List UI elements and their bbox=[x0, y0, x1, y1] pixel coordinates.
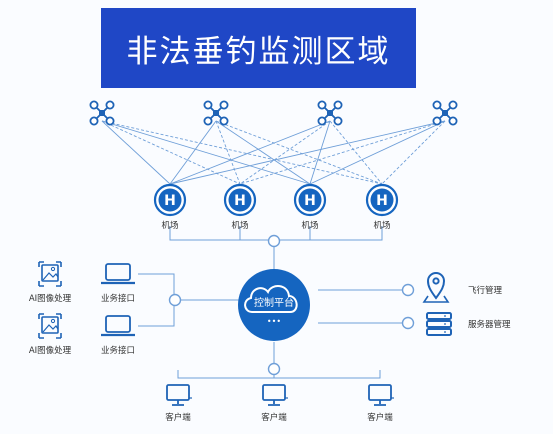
control-platform-label: 控制平台 bbox=[254, 296, 294, 309]
airport-bus-line bbox=[169, 226, 383, 272]
image-icon bbox=[38, 261, 62, 287]
right-management-group: 飞行管理 服务器管理 bbox=[422, 272, 511, 336]
monitor-icon bbox=[262, 384, 288, 406]
control-platform-dots: ••• bbox=[267, 317, 281, 326]
mesh-link bbox=[101, 120, 171, 185]
connector-node bbox=[168, 293, 182, 307]
mesh-link bbox=[215, 120, 311, 185]
title-banner: 非法垂钓监测区域 bbox=[101, 8, 416, 88]
mesh-link bbox=[169, 120, 446, 185]
helipad-badge: H bbox=[304, 193, 316, 209]
cloud-icon bbox=[244, 285, 298, 313]
server-management-label: 服务器管理 bbox=[468, 319, 511, 330]
mesh-link bbox=[169, 120, 217, 185]
ai-image-processing-label: AI图像处理 bbox=[29, 345, 72, 356]
connectors bbox=[168, 234, 415, 376]
client-label: 客户端 bbox=[367, 412, 393, 423]
image-icon bbox=[38, 313, 62, 339]
drone-icon bbox=[203, 100, 229, 126]
laptop-icon bbox=[101, 263, 135, 285]
helipad-badge: H bbox=[376, 193, 388, 209]
mesh-link bbox=[101, 120, 383, 185]
mesh-link bbox=[329, 120, 383, 185]
airport-label: 机场 bbox=[373, 220, 390, 231]
location-pin-icon bbox=[422, 272, 450, 303]
flight-management-label: 飞行管理 bbox=[468, 285, 503, 296]
connector-node bbox=[267, 234, 281, 248]
client-label: 客户端 bbox=[165, 412, 191, 423]
drone-airport-links bbox=[101, 120, 446, 185]
airport-label: 机场 bbox=[161, 220, 178, 231]
clients-row: 客户端 客户端 客户端 bbox=[165, 384, 394, 423]
helipad-badge: H bbox=[234, 193, 246, 209]
laptop-icon bbox=[101, 315, 135, 337]
drone-icon bbox=[317, 100, 343, 126]
ai-image-processing-label: AI图像处理 bbox=[29, 293, 72, 304]
mesh-link bbox=[239, 120, 331, 185]
airport-node: H 机场 bbox=[365, 183, 399, 231]
airport-label: 机场 bbox=[301, 220, 318, 231]
mesh-link bbox=[239, 120, 446, 185]
helipad-badge: H bbox=[164, 193, 176, 209]
server-icon bbox=[426, 312, 452, 336]
airport-node: H 机场 bbox=[293, 183, 327, 231]
monitor-icon bbox=[368, 384, 394, 406]
connector-node bbox=[401, 316, 415, 330]
drones-row bbox=[89, 100, 458, 126]
connector-node bbox=[267, 362, 281, 376]
mesh-link bbox=[309, 120, 446, 185]
mesh-link bbox=[169, 120, 331, 185]
client-label: 客户端 bbox=[261, 412, 287, 423]
monitor-icon bbox=[166, 384, 192, 406]
mesh-link bbox=[215, 120, 383, 185]
business-interface-label: 业务接口 bbox=[101, 293, 135, 304]
drone-icon bbox=[89, 100, 115, 126]
mesh-link bbox=[309, 120, 331, 185]
drone-icon bbox=[432, 100, 458, 126]
control-platform: 控制平台 ••• bbox=[238, 269, 310, 341]
airport-node: H 机场 bbox=[153, 183, 187, 231]
diagram-title: 非法垂钓监测区域 bbox=[126, 33, 391, 70]
mesh-link bbox=[101, 120, 311, 185]
mesh-link bbox=[215, 120, 241, 185]
connector-node bbox=[401, 283, 415, 297]
airport-node: H 机场 bbox=[223, 183, 257, 231]
left-processing-group: AI图像处理业务接口AI图像处理业务接口 bbox=[29, 261, 135, 356]
business-interface-label: 业务接口 bbox=[101, 345, 135, 356]
airports-row: H 机场 H 机场 H 机场 H 机场 bbox=[153, 183, 399, 231]
left-bus-line bbox=[138, 273, 240, 327]
airport-label: 机场 bbox=[231, 220, 248, 231]
